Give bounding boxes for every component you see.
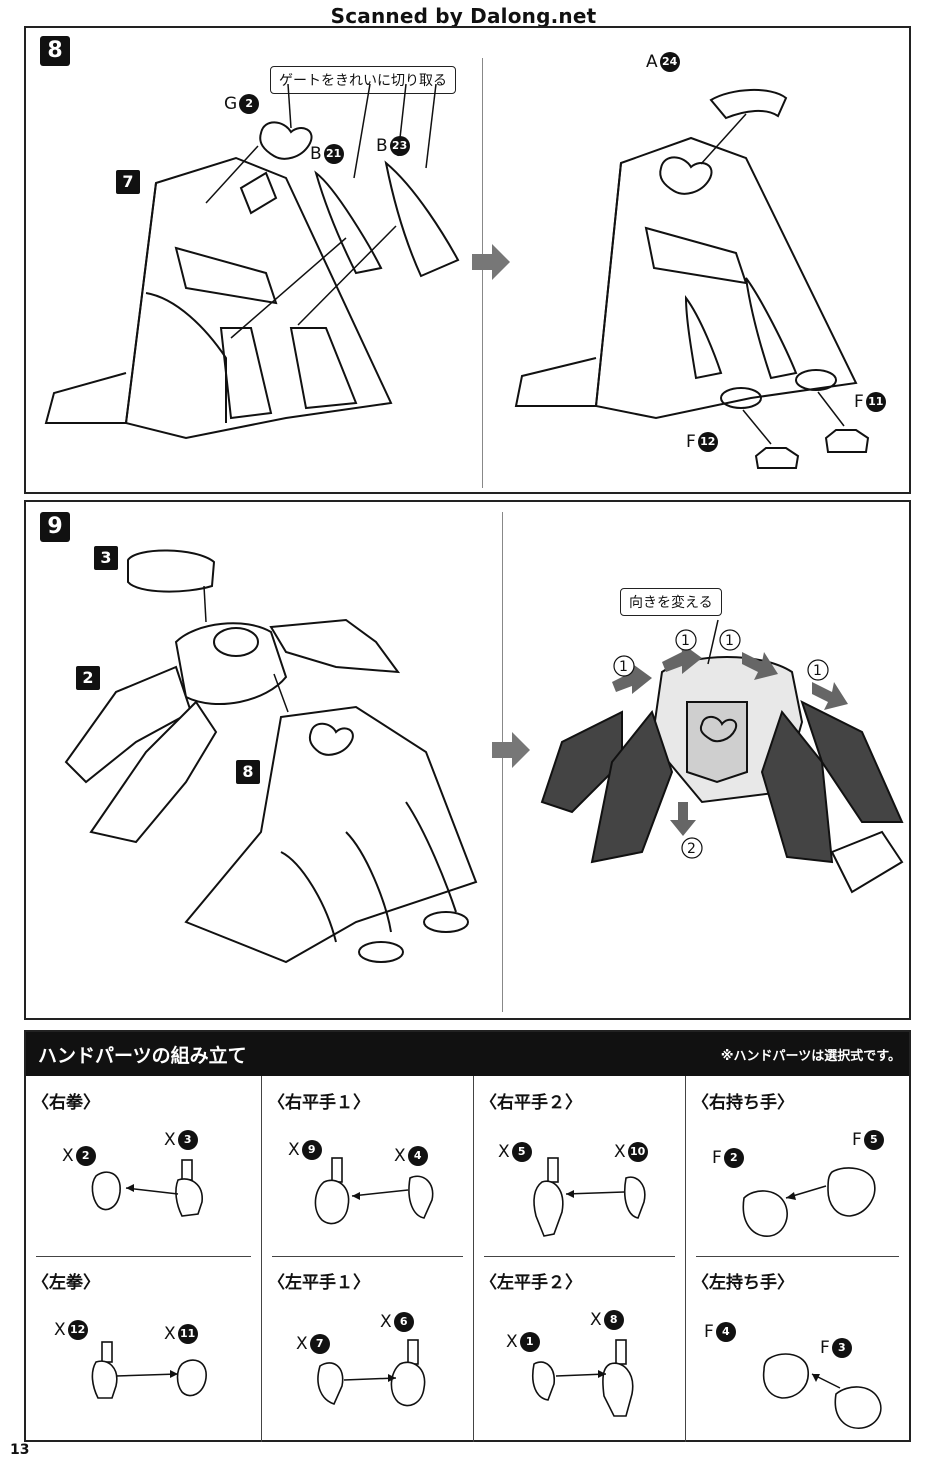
right-fist-title: 〈右拳〉 <box>32 1093 100 1113</box>
left-grip-title: 〈左持ち手〉 <box>692 1273 794 1293</box>
hand-parts-note: ※ハンドパーツは選択式です。 <box>720 1049 901 1064</box>
mark-2: 2 <box>687 841 696 857</box>
step-8-divider <box>482 58 483 488</box>
hand-divider <box>272 1256 463 1257</box>
sub-step-number: 7 <box>116 170 140 194</box>
step-9-arrow <box>492 732 530 768</box>
hand-parts-title: ハンドパーツの組み立て <box>38 1045 247 1067</box>
hand-parts-header: ハンドパーツの組み立て ※ハンドパーツは選択式です。 <box>26 1032 909 1076</box>
mark-1a: 1 <box>619 659 628 675</box>
mark-1b: 1 <box>681 633 690 649</box>
left-fist-title: 〈左拳〉 <box>32 1273 100 1293</box>
part-8-tag: 8 <box>236 760 260 784</box>
right-flat2-illustration <box>533 1157 646 1237</box>
step-8-arrow <box>472 244 510 280</box>
hand-divider <box>696 1256 899 1257</box>
mark-1c: 1 <box>725 633 734 649</box>
left-flat1-title: 〈左平手１〉 <box>268 1273 370 1293</box>
step-8-before-illustration <box>44 83 460 440</box>
right-flat2-title: 〈右平手２〉 <box>480 1093 582 1113</box>
step-9-after-illustration: 1 1 1 1 2 <box>540 619 904 894</box>
left-grip-illustration <box>762 1353 882 1429</box>
step-9-panel: 9 3 2 8 向きを変える <box>24 500 911 1020</box>
rotate-callout: 向きを変える <box>620 588 722 616</box>
gate-callout: ゲートをきれいに切り取る <box>270 66 456 94</box>
right-grip-title: 〈右持ち手〉 <box>692 1093 794 1113</box>
part-2-tag: 2 <box>76 666 100 690</box>
step-8-after-illustration <box>514 89 870 469</box>
right-grip-illustration <box>742 1167 876 1237</box>
right-fist-illustration <box>91 1159 203 1217</box>
part-3-tag: 3 <box>94 546 118 570</box>
step-9-divider <box>502 512 503 1012</box>
hand-divider <box>36 1256 251 1257</box>
step-9-before-illustration <box>64 549 478 964</box>
left-flat2-title: 〈左平手２〉 <box>480 1273 582 1293</box>
step-number: 8 <box>40 36 70 66</box>
watermark: Scanned by Dalong.net <box>328 4 599 30</box>
page-number: 13 <box>10 1442 30 1458</box>
left-flat2-illustration <box>532 1339 634 1417</box>
right-flat1-illustration <box>314 1157 434 1225</box>
left-fist-illustration <box>91 1341 207 1399</box>
step-number: 9 <box>40 512 70 542</box>
mark-1d: 1 <box>813 663 822 679</box>
hand-divider <box>484 1256 675 1257</box>
left-flat1-illustration <box>317 1339 426 1407</box>
right-flat1-title: 〈右平手１〉 <box>268 1093 370 1113</box>
